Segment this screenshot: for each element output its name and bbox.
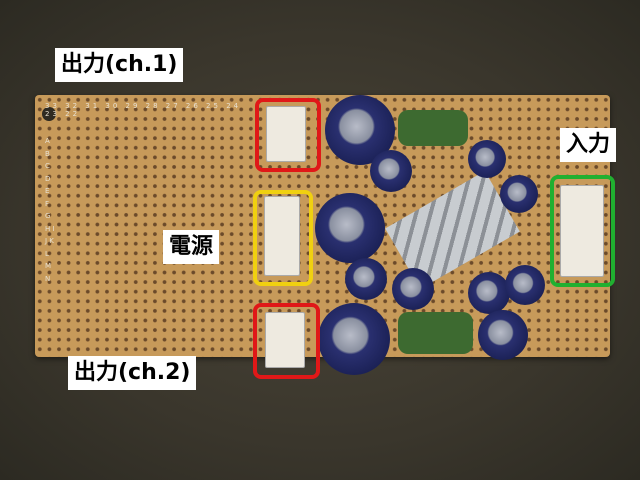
electrolytic-capacitor (468, 272, 510, 314)
label-output-ch2: 出力(ch.2) (68, 356, 197, 391)
electrolytic-capacitor (505, 265, 545, 305)
connector-input (560, 185, 604, 277)
electrolytic-capacitor (478, 310, 528, 360)
power-highlight (253, 190, 313, 286)
electrolytic-capacitor (318, 303, 390, 375)
silkscreen-column-numbers: 33 32 31 30 29 28 27 26 25 24 23 22 (45, 102, 242, 118)
electrolytic-capacitor (370, 150, 412, 192)
label-input: 入力 (560, 128, 617, 163)
connector-output-ch1 (266, 106, 306, 162)
film-capacitor-top (398, 110, 468, 146)
silkscreen-row-letters: A B C D E F G H I J K L M N (45, 137, 55, 283)
input-highlight (550, 175, 615, 287)
label-output-ch1: 出力(ch.1) (55, 48, 184, 83)
connector-power (264, 196, 300, 276)
electrolytic-capacitor (500, 175, 538, 213)
film-capacitor-bottom (398, 312, 473, 354)
mounting-hole (42, 107, 56, 121)
electrolytic-capacitor (468, 140, 506, 178)
electrolytic-capacitor (315, 193, 385, 263)
connector-output-ch2 (265, 312, 305, 368)
output-ch2-highlight (253, 303, 320, 379)
label-power: 電源 (163, 230, 220, 265)
electrolytic-capacitor (392, 268, 434, 310)
output-ch1-highlight (255, 98, 321, 172)
electrolytic-capacitor (345, 258, 387, 300)
